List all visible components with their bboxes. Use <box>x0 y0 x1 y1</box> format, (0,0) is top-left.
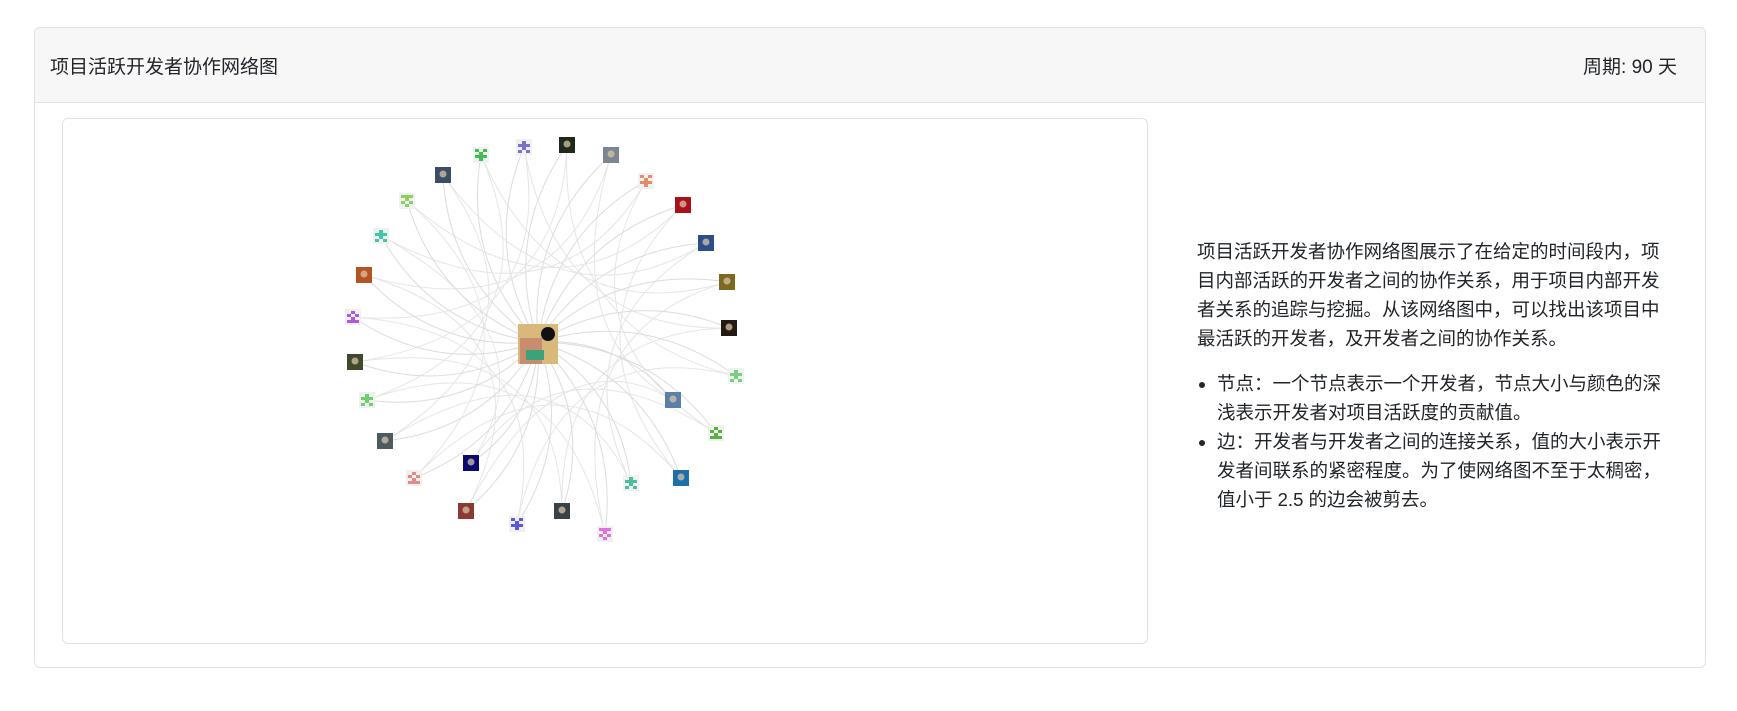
edge <box>516 341 552 525</box>
developer-node[interactable] <box>347 354 363 370</box>
edge <box>442 174 707 276</box>
developer-node[interactable] <box>399 193 415 209</box>
developer-node[interactable] <box>473 147 489 163</box>
edge <box>536 154 612 343</box>
developer-node[interactable] <box>554 503 570 519</box>
edge <box>352 316 525 525</box>
card-title: 项目活跃开发者协作网络图 <box>50 56 279 78</box>
edge <box>537 310 730 343</box>
edge <box>476 154 539 343</box>
edge <box>505 146 539 343</box>
developer-node[interactable] <box>708 425 724 441</box>
edge <box>354 341 539 377</box>
edge <box>465 380 674 512</box>
edge <box>480 154 728 294</box>
edge <box>594 281 728 535</box>
developer-node[interactable] <box>675 197 691 213</box>
edge <box>366 382 606 535</box>
edge <box>354 146 530 363</box>
developer-node[interactable] <box>673 470 689 486</box>
legend-item-edge: 边：开发者与开发者之间的连接关系，值的大小表示开发者间联系的紧密程度。为了使网络… <box>1217 427 1667 514</box>
network-graph[interactable] <box>63 119 1148 644</box>
developer-node[interactable] <box>435 167 451 183</box>
developer-node[interactable] <box>728 368 744 384</box>
edge <box>406 200 684 268</box>
network-graph-panel[interactable] <box>62 118 1148 644</box>
edges <box>352 144 737 535</box>
developer-node[interactable] <box>719 274 735 290</box>
developer-node[interactable] <box>373 228 389 244</box>
edge <box>352 316 539 355</box>
legend-list: 节点：一个节点表示一个开发者，节点大小与颜色的深浅表示开发者对项目活跃度的贡献值… <box>1197 369 1667 514</box>
edge <box>406 200 485 479</box>
edge <box>384 394 632 484</box>
developer-node[interactable] <box>406 470 422 486</box>
description-paragraph: 项目活跃开发者协作网络图展示了在给定的时间段内，项目内部活跃的开发者之间的协作关… <box>1197 241 1660 349</box>
edge <box>470 388 717 464</box>
edge <box>516 367 737 525</box>
edge <box>619 204 684 479</box>
description-panel: 项目活跃开发者协作网络图展示了在给定的时间段内，项目内部活跃的开发者之间的协作关… <box>1197 237 1667 514</box>
edge <box>537 341 674 401</box>
edge <box>366 154 504 401</box>
edge <box>525 144 568 343</box>
developer-node[interactable] <box>345 309 361 325</box>
edge <box>352 144 568 319</box>
center-developer-node[interactable] <box>518 324 558 364</box>
edge <box>537 330 737 377</box>
edge <box>537 341 682 479</box>
edge <box>384 174 490 442</box>
legend-item-node: 节点：一个节点表示一个开发者，节点大小与颜色的深浅表示开发者对项目活跃度的贡献值… <box>1217 369 1667 427</box>
edge <box>413 341 539 479</box>
edge <box>354 357 563 512</box>
edge <box>537 180 647 343</box>
developer-node[interactable] <box>721 320 737 336</box>
developer-node[interactable] <box>559 137 575 153</box>
edge <box>523 146 730 329</box>
card-header: 项目活跃开发者协作网络图 周期: 90 天 <box>35 28 1705 103</box>
developer-node[interactable] <box>509 516 525 532</box>
developer-node[interactable] <box>623 475 639 491</box>
edge <box>363 274 497 512</box>
developer-node[interactable] <box>698 235 714 251</box>
edge <box>363 154 612 290</box>
edge <box>561 327 730 512</box>
developer-node[interactable] <box>356 267 372 283</box>
developer-node[interactable] <box>603 147 619 163</box>
developer-node[interactable] <box>597 526 613 542</box>
edge <box>380 180 647 274</box>
edge <box>537 341 717 434</box>
edge <box>413 404 682 479</box>
developer-node[interactable] <box>377 433 393 449</box>
edge <box>593 154 674 401</box>
developer-node[interactable] <box>665 392 681 408</box>
edge <box>465 341 539 512</box>
period-label: 周期: 90 天 <box>1583 56 1677 78</box>
edge <box>606 242 707 484</box>
developer-node[interactable] <box>359 392 375 408</box>
edge <box>406 200 539 343</box>
edge <box>442 174 539 343</box>
developer-node[interactable] <box>458 503 474 519</box>
developer-node[interactable] <box>463 455 479 471</box>
developer-node[interactable] <box>638 173 654 189</box>
edge <box>537 242 707 343</box>
edge <box>380 235 539 343</box>
developer-node[interactable] <box>516 139 532 155</box>
edge <box>363 274 539 344</box>
collaboration-network-card: 项目活跃开发者协作网络图 周期: 90 天 项目活跃开发者协作网络图展示了在给定… <box>34 27 1706 668</box>
edge <box>537 204 684 343</box>
